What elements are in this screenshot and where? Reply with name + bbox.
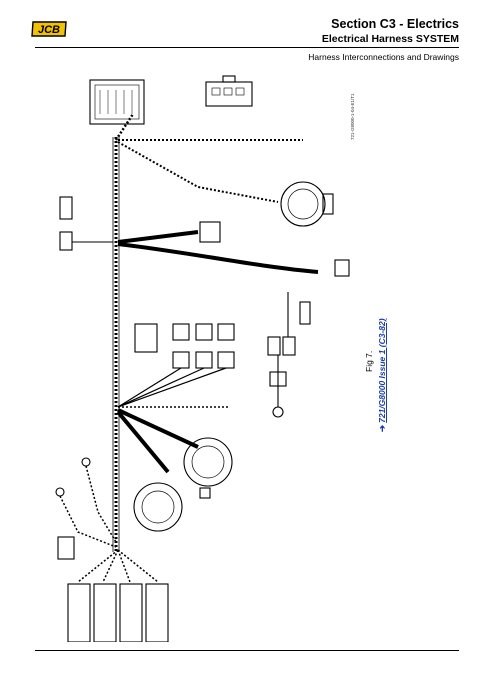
connector-bottom-1 xyxy=(67,583,91,642)
connector-top-left xyxy=(89,79,145,125)
connector-bottom-3 xyxy=(119,583,143,642)
connector-right-small xyxy=(334,259,350,277)
jcb-logo: JCB xyxy=(30,20,68,38)
cable-thick-1 xyxy=(117,230,199,244)
round-connector-lower-1 xyxy=(183,437,233,487)
connector-mid-small xyxy=(199,221,221,243)
link-arrow-icon: ➔ xyxy=(377,424,387,432)
connector-bottom-4 xyxy=(145,583,169,642)
round-connector-lower-2 xyxy=(133,482,183,532)
drawing-code: 721-G8000-1-04-E1/T1 xyxy=(350,93,355,140)
cable-thick-2 xyxy=(117,242,319,274)
page-topic: Harness Interconnections and Drawings xyxy=(308,52,459,62)
connector-left-2 xyxy=(59,231,73,251)
header-divider xyxy=(35,47,459,48)
connector-left-1 xyxy=(59,196,73,220)
connector-cluster-1 xyxy=(134,323,158,353)
logo-text: JCB xyxy=(38,24,60,36)
round-connector-upper xyxy=(280,181,326,227)
reference-link-text: 721/G8000 Issue 1 (C3-82) xyxy=(377,318,387,423)
harness-diagram xyxy=(55,75,350,642)
connector-bottom-2 xyxy=(93,583,117,642)
footer-divider xyxy=(35,650,459,651)
connector-top-middle xyxy=(205,81,253,107)
figure-label: Fig 7. xyxy=(364,350,374,372)
section-subtitle: Electrical Harness SYSTEM xyxy=(321,33,459,45)
reference-link[interactable]: ➔721/G8000 Issue 1 (C3-82) xyxy=(377,318,388,432)
section-title: Section C3 - Electrics xyxy=(331,17,459,31)
jcb-logo-graphic: JCB xyxy=(31,21,67,37)
